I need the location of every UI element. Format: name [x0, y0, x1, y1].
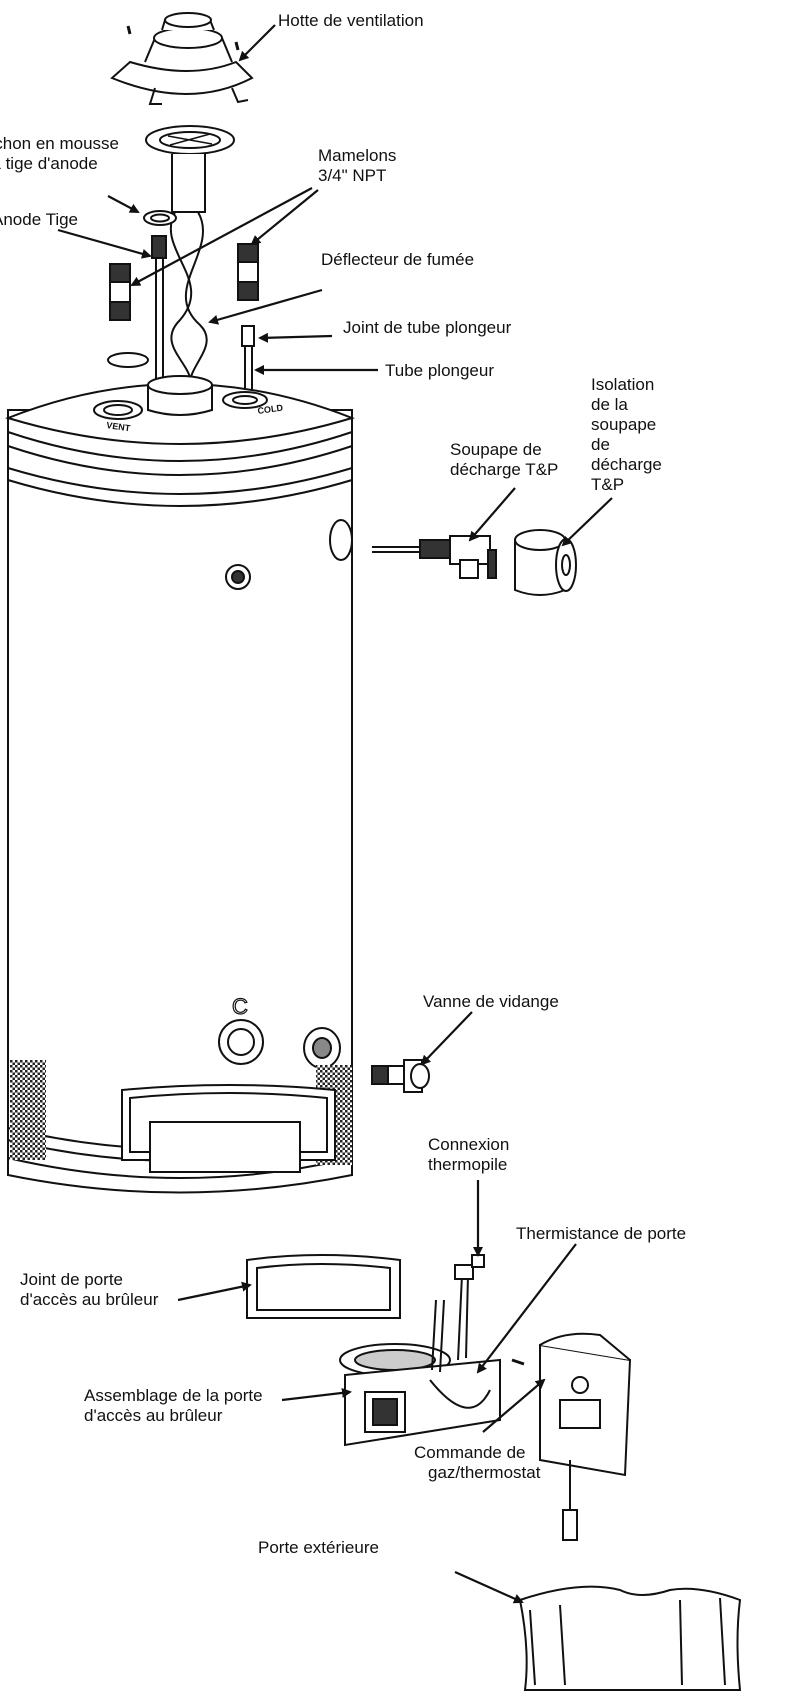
tank-body: [4, 352, 356, 1194]
label-joint-tube: Joint de tube plongeur: [343, 318, 512, 337]
anode-rod: [143, 210, 177, 392]
arrow-porte-ext: [454, 1570, 524, 1604]
burner-door-gasket: [246, 1254, 401, 1319]
cold-mark: COLD: [257, 402, 284, 416]
label-hotte: Hotte de ventilation: [278, 11, 424, 30]
label-commande: Commande de gaz/thermostat: [414, 1443, 541, 1482]
outer-door: [518, 1585, 742, 1691]
vent-mark: VENT: [106, 420, 132, 433]
label-thermistance: Thermistance de porte: [516, 1224, 687, 1243]
foam-cap: [145, 125, 235, 155]
burner-door-assembly: [339, 1254, 501, 1447]
gas-control-thermostat: [511, 1332, 632, 1541]
arrow-hotte: [238, 24, 276, 62]
arrow-vanne: [420, 1011, 473, 1066]
label-anode: Anode Tige: [0, 210, 79, 229]
tp-valve: [372, 535, 497, 579]
label-deflecteur: Déflecteur de fumée: [321, 250, 475, 269]
arrow-anode: [57, 228, 152, 259]
arrow-soupape: [468, 487, 516, 542]
arrow-assemblage: [281, 1387, 352, 1402]
label-isolation: Isolation de la soupape de décharge T&P: [591, 375, 662, 494]
label-assemblage: Assemblage de la porte d'accès au brûleu…: [84, 1386, 263, 1425]
arrow-joint-porte: [177, 1281, 252, 1302]
arrow-isolation: [561, 497, 613, 547]
label-vanne: Vanne de vidange: [423, 992, 559, 1011]
arrow-mamelons-2: [250, 189, 319, 246]
arrow-commande: [482, 1378, 546, 1433]
arrow-thermistance: [476, 1243, 577, 1374]
tp-insulation: [514, 529, 577, 596]
label-joint-porte: Joint de porte d'accès au brûleur: [20, 1270, 159, 1309]
nipple-right: [237, 243, 259, 301]
label-porte-ext: Porte extérieure: [258, 1538, 379, 1557]
cold-letter-mark: C: [232, 994, 248, 1019]
arrow-bouchon: [107, 195, 140, 213]
arrow-mamelons-1: [130, 187, 313, 286]
baffle: [169, 154, 208, 401]
vent-hood: [110, 12, 254, 105]
drain-valve: [371, 1059, 430, 1093]
arrow-joint-tube: [258, 332, 333, 343]
label-mamelons: Mamelons 3/4" NPT: [318, 146, 397, 185]
label-connexion: Connexion thermopile: [428, 1135, 510, 1174]
label-bouchon: Bouchon en mousse de la tige d'anode: [0, 134, 119, 173]
arrow-deflecteur: [208, 288, 323, 325]
label-tube: Tube plongeur: [385, 361, 495, 380]
label-soupape: Soupape de décharge T&P: [450, 440, 559, 479]
nipple-left: [109, 263, 131, 321]
dip-tube: [241, 325, 255, 392]
